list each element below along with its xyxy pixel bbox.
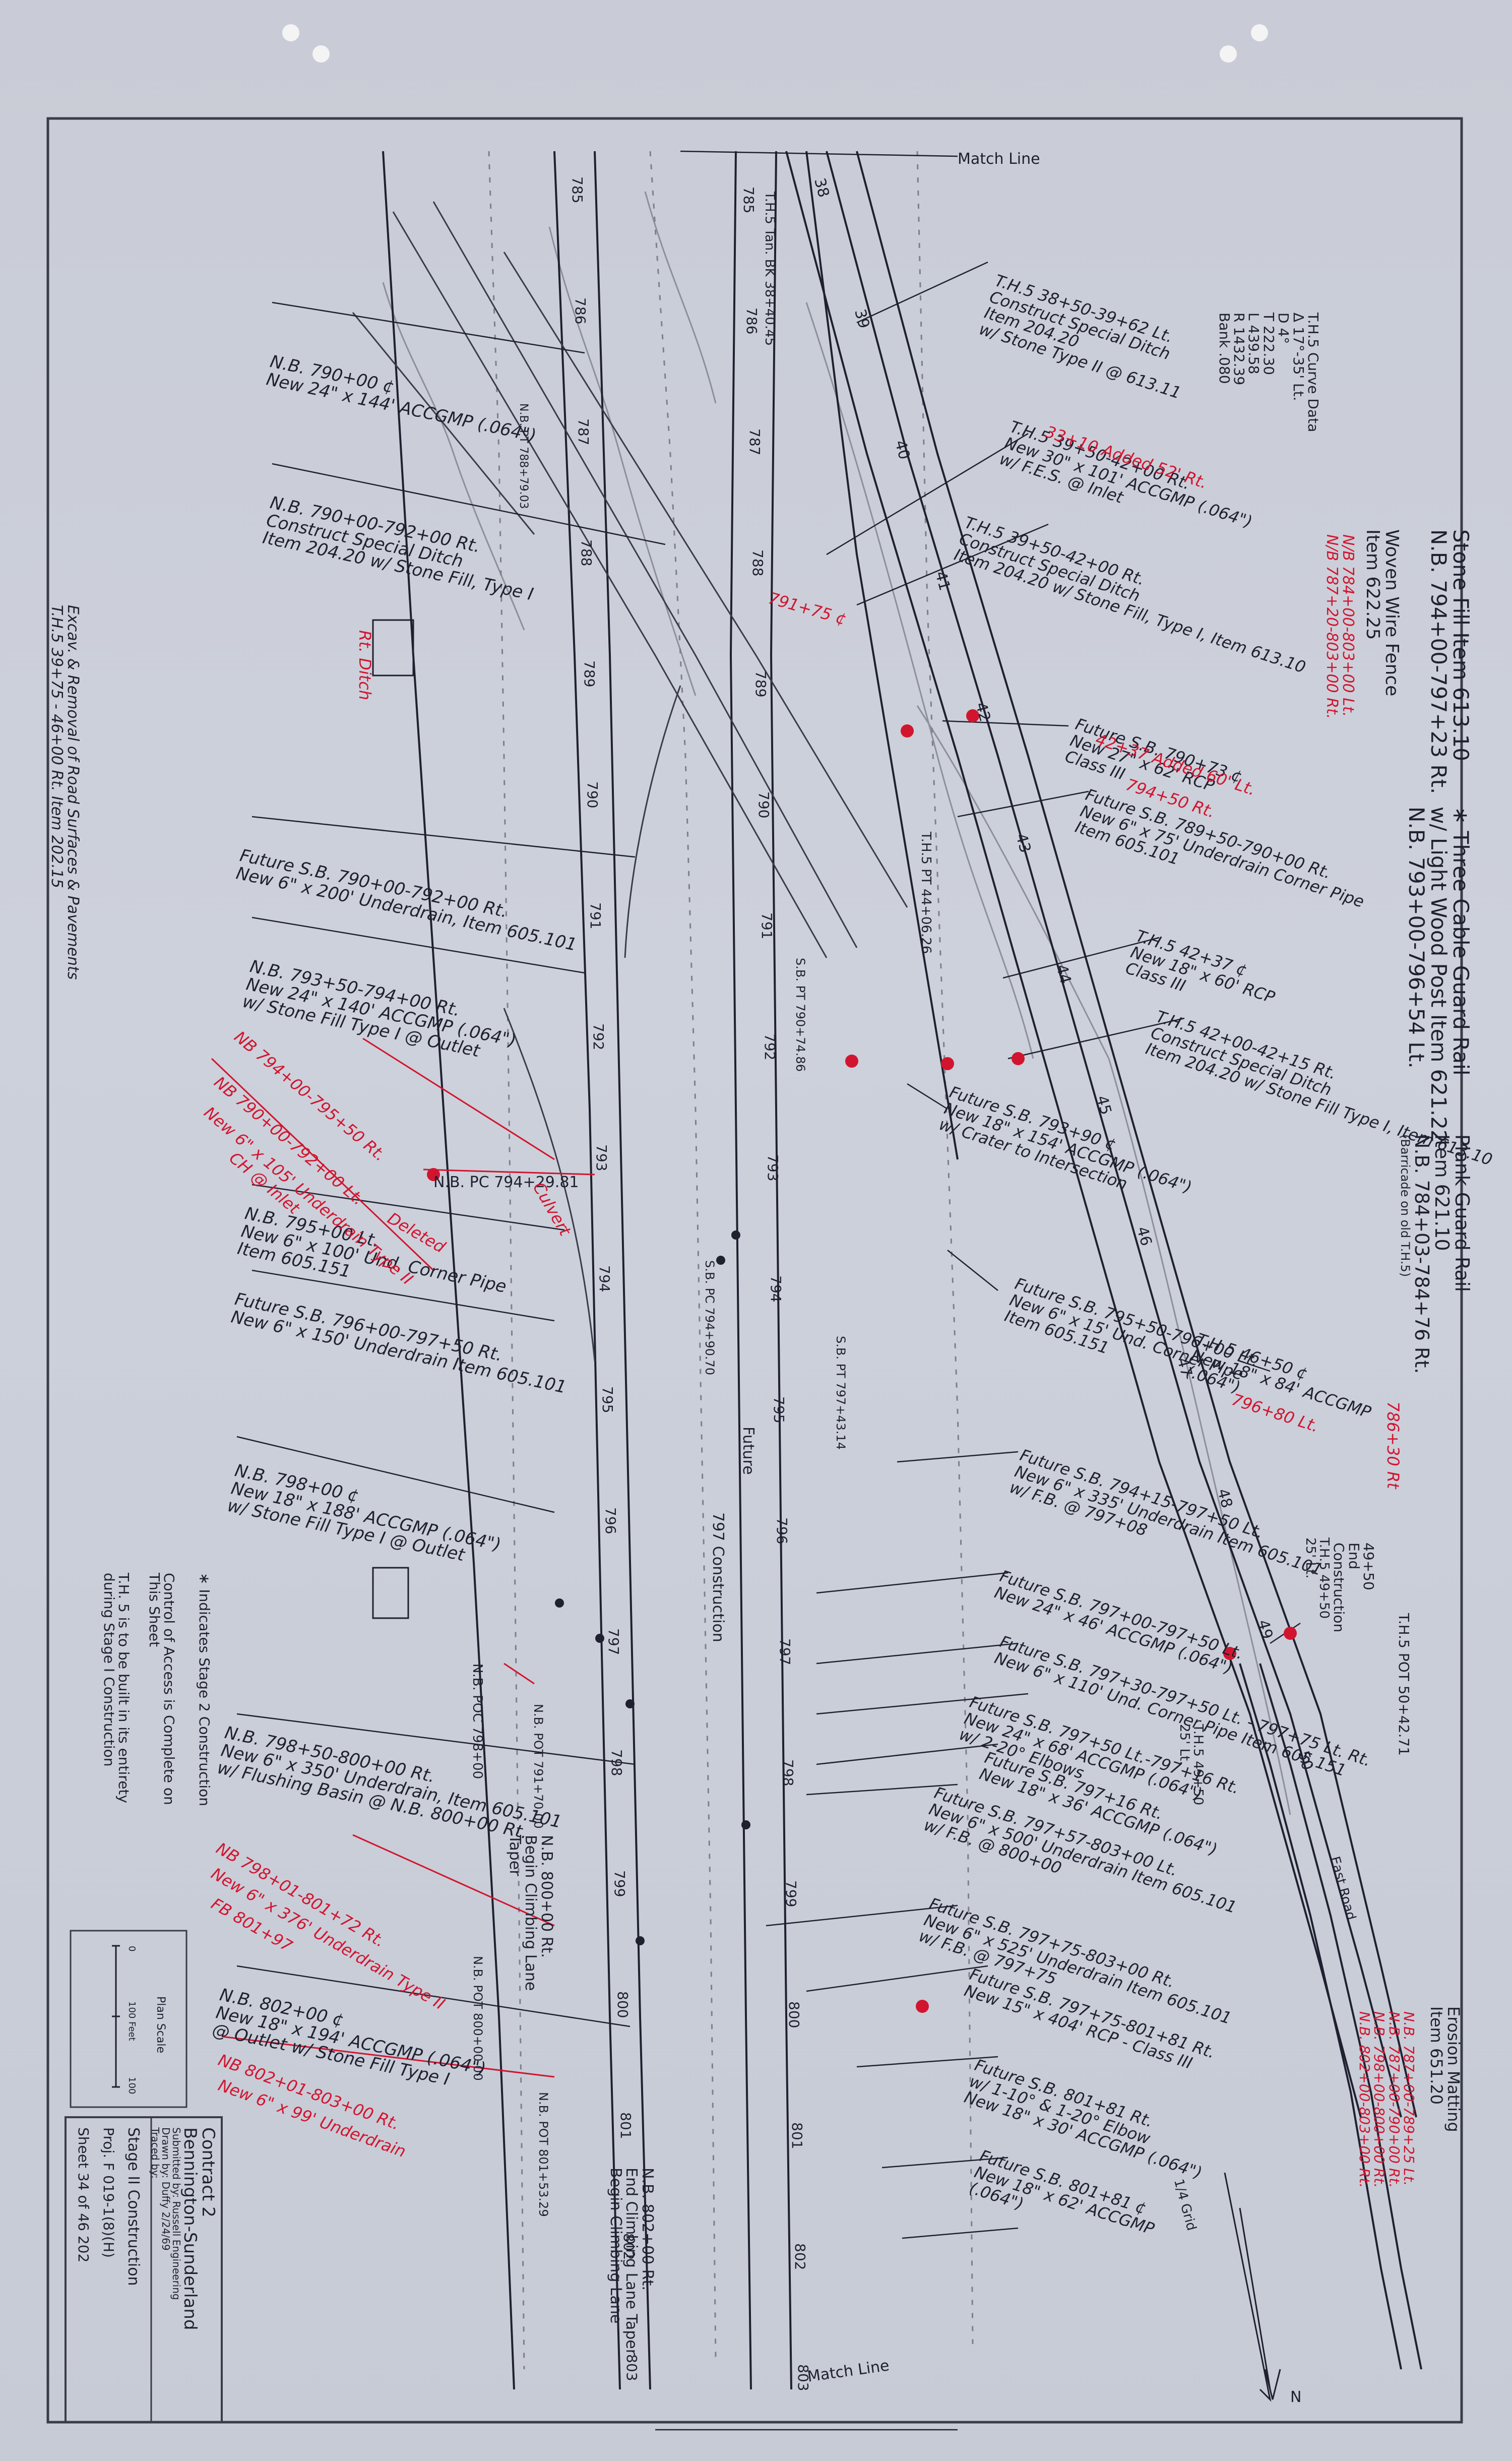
th5-station-label: 46: [1133, 1224, 1155, 1248]
stage-two-markers: [555, 1230, 750, 1945]
title-block-sheet: Sheet 34 of 46 202: [75, 2127, 92, 2263]
station-label: 797: [777, 1638, 793, 1666]
station-label: 800: [614, 1991, 631, 2018]
station-label: 792: [762, 1033, 778, 1061]
punch-hole: [1251, 24, 1268, 41]
title-block: Contract 2 Bennington-Sunderland: [180, 2127, 218, 2330]
title-block-stage: Stage II Construction: [124, 2127, 142, 2286]
sheet-border: [46, 117, 1463, 2424]
station-label: 792: [590, 1023, 607, 1051]
th5-station-label: 44: [1052, 962, 1075, 986]
station-label: 798: [608, 1749, 625, 1776]
sb-pt2-label: S.B. PT 797+43.14: [834, 1336, 848, 1450]
station-label: 801: [617, 2112, 634, 2139]
north-label: N: [1290, 2388, 1302, 2406]
th5-pot-label: T.H.5 POT 50+42.71: [1396, 1613, 1412, 1756]
station-label: 799: [611, 1870, 628, 1897]
station-label: 789: [581, 660, 598, 688]
th5-station-label: 38: [810, 176, 833, 200]
th5-station-label: 45: [1093, 1093, 1115, 1117]
station-label: 790: [584, 781, 601, 809]
th5-station-label: 48: [1214, 1487, 1236, 1510]
station-label: 794: [768, 1275, 784, 1303]
match-line-top: Match Line: [958, 150, 1040, 168]
climbing-lane-begin-note: N.B. 800+00 Rt. Begin Climbing Lane Tape…: [506, 1835, 555, 1991]
future-construction-label: 797 Construction: [709, 1512, 727, 1642]
station-label: 791: [587, 902, 604, 930]
title-block-project: Proj. F 019-1(8)(H): [100, 2127, 117, 2258]
station-label: 803: [623, 2354, 640, 2381]
sb-pc-label: S.B. PC 794+90.70: [703, 1260, 717, 1376]
th5-station-label: 40: [891, 438, 913, 462]
station-label: 793: [765, 1154, 781, 1182]
boxed-symbols: [372, 619, 414, 1619]
station-label: 802: [792, 2243, 808, 2270]
station-label: 786: [572, 297, 589, 325]
station-label: 796: [602, 1507, 619, 1534]
th5-station-label: 49: [1254, 1618, 1276, 1641]
nb-alignment-lines: [382, 151, 959, 2390]
station-label: 798: [780, 1759, 796, 1787]
station-label: 791: [759, 912, 775, 940]
terrain-texture: [382, 191, 1291, 1815]
station-label: 785: [740, 187, 757, 214]
punch-hole: [312, 45, 330, 63]
station-label: 787: [746, 428, 763, 456]
title-block-credits: Submitted by: Russell Engineering Drawn …: [149, 2127, 182, 2300]
station-label: 785: [569, 176, 586, 204]
future-label: Future: [739, 1427, 757, 1475]
station-label: 800: [786, 2001, 802, 2028]
station-label: 793: [593, 1144, 610, 1172]
red-note: Rt. Ditch: [355, 630, 374, 701]
sb-pt-label: S.B. PT 790+74.86: [793, 958, 807, 1072]
punch-hole: [1220, 45, 1237, 63]
station-label: 797: [605, 1628, 622, 1655]
nb-poc-label: N.B. POC 798+00: [470, 1664, 485, 1779]
nb-pc-label: N.B. PC 794+29.81: [433, 1174, 579, 1191]
th5-station-label: 43: [1012, 831, 1034, 855]
station-label: 788: [578, 539, 595, 567]
station-label: 788: [749, 549, 766, 577]
curve-lines: [352, 201, 908, 1362]
scale-box: [70, 1930, 187, 2108]
fence-lines: [488, 151, 974, 2370]
north-arrow-icon: [1224, 2172, 1281, 2402]
end-construction-note: 49+50 End Construction: [1331, 1543, 1377, 1633]
station-label: 799: [783, 1880, 799, 1908]
th5-pt-label: T.H.5 PT 44+06.26: [918, 832, 933, 954]
red-points: [427, 709, 1297, 2013]
punch-hole: [282, 24, 299, 41]
title-block-divider: [65, 2116, 152, 2423]
red-markup-lines: [211, 1037, 595, 2078]
station-label: 795: [771, 1396, 787, 1424]
station-label: 789: [752, 670, 769, 698]
th5-station-label: 39: [851, 307, 873, 331]
station-label: 796: [774, 1517, 790, 1545]
th5-tan-label: T.H.5 Tan. BK 38+40.45: [762, 192, 777, 346]
nb-tangent-label: N.B. POT 801+53.29: [536, 2092, 550, 2217]
leader-lines: [236, 150, 1301, 2431]
climbing-lane-note: N.B. 802+00 Rt. End Climbing Lane Taper …: [607, 2168, 656, 2356]
station-label: 801: [789, 2122, 805, 2149]
th5-station-label: 42: [972, 700, 994, 724]
station-label: 790: [755, 791, 772, 819]
station-label: 803: [795, 2364, 811, 2391]
th5-road-lines: [785, 151, 1422, 2370]
th5-station-label: 41: [931, 569, 954, 593]
station-label: 794: [596, 1265, 613, 1293]
station-label: 787: [575, 418, 592, 446]
station-label: 795: [599, 1386, 616, 1413]
station-label: 786: [743, 307, 760, 335]
